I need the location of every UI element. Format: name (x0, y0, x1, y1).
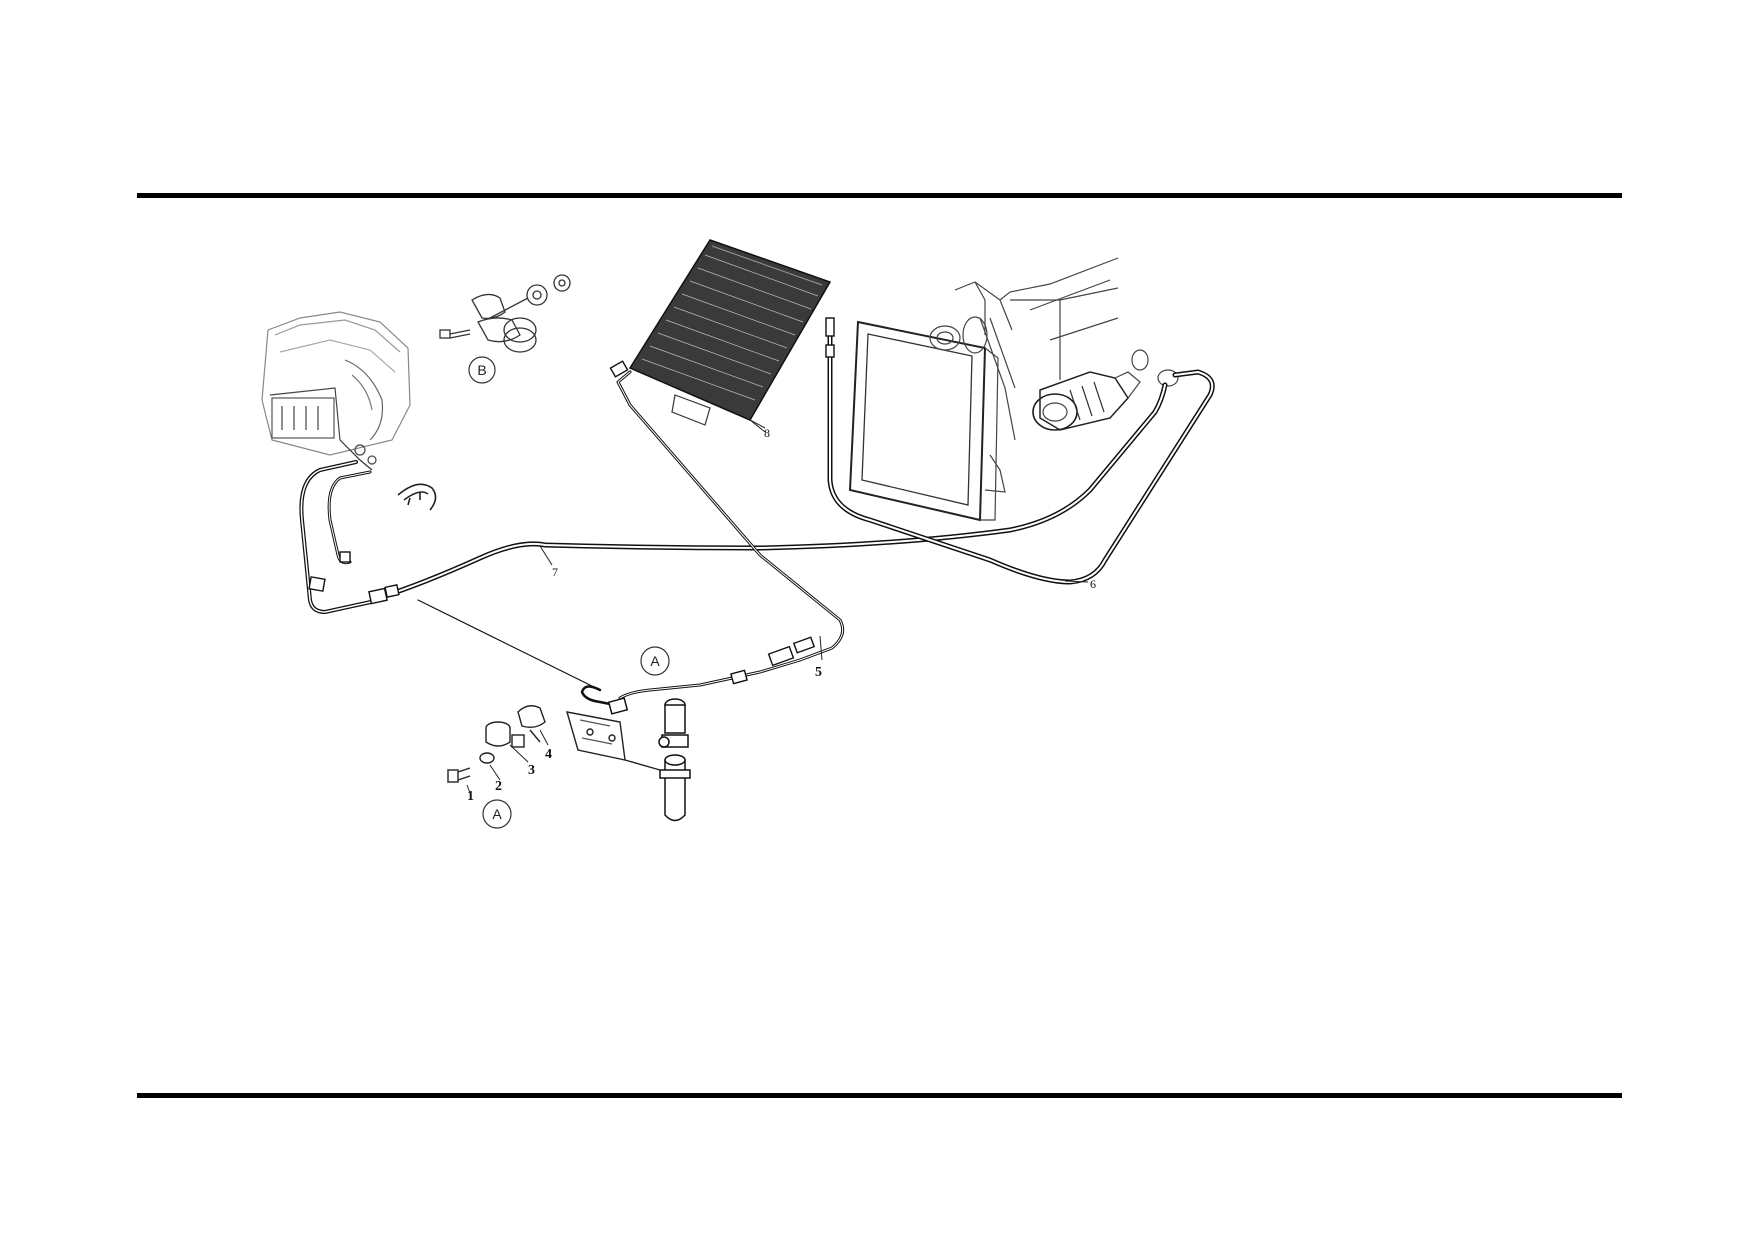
hose-fittings (308, 317, 835, 685)
callout-labels: 1 2 3 4 5 6 7 8 (467, 426, 1096, 804)
detail-a-label-bottom: A (492, 806, 502, 822)
callout-1: 1 (467, 789, 474, 804)
mounting-bracket (566, 711, 661, 771)
engine-compressor (848, 257, 1179, 522)
leader-lines (466, 419, 1089, 794)
hose-clamp (397, 483, 437, 511)
bottom-rule (137, 1093, 1622, 1098)
callout-7: 7 (552, 565, 558, 579)
detail-a-label-mid: A (650, 653, 660, 669)
detail-a-marker-bottom: A (482, 799, 512, 829)
detail-a-hardware (447, 705, 546, 783)
receiver-drier (607, 697, 691, 822)
detail-b-marker: B (468, 356, 496, 384)
callout-8: 8 (764, 426, 770, 440)
callout-2: 2 (495, 779, 502, 794)
callout-5: 5 (815, 665, 822, 680)
pipes (299, 317, 1215, 708)
evaporator-unit (261, 311, 411, 471)
callout-3: 3 (528, 763, 535, 778)
detail-a-marker-mid: A (640, 646, 670, 676)
detail-b-fitting-parts (439, 274, 571, 353)
callout-4: 4 (545, 747, 552, 762)
callout-6: 6 (1090, 577, 1096, 591)
detail-b-label: B (477, 362, 486, 378)
top-rule (137, 193, 1622, 198)
condenser (628, 239, 832, 433)
